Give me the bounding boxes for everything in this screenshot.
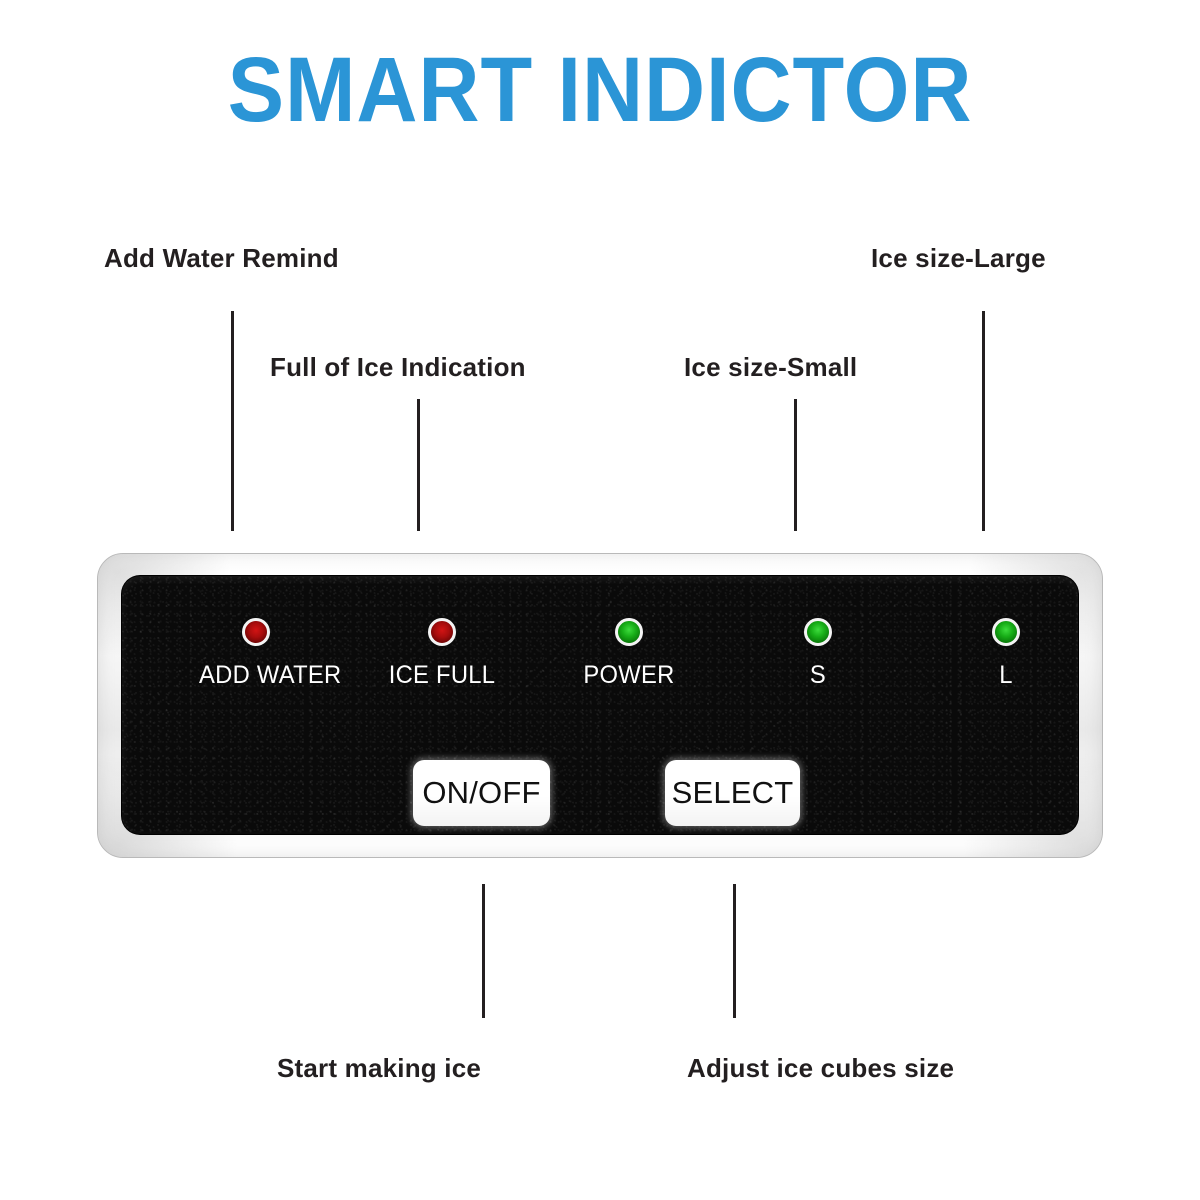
indicator-size-small: S [758,618,878,689]
leader-line-ice-size-small [794,399,797,531]
callout-ice-size-small: Ice size-Small [684,352,858,382]
leader-line-onoff [482,884,485,1018]
indicator-label-ice-full: ICE FULL [388,661,496,689]
select-button-label: SELECT [671,775,794,810]
callout-adjust-ice-cubes-size: Adjust ice cubes size [687,1053,955,1083]
callout-ice-size-large: Ice size-Large [871,243,1046,273]
onoff-button-label: ON/OFF [422,775,541,810]
leader-line-ice-full [417,399,420,531]
indicator-add-water: ADD WATER [196,618,342,689]
led-add-water-icon [242,618,270,646]
onoff-button[interactable]: ON/OFF [413,760,550,826]
callout-full-of-ice-indication: Full of Ice Indication [270,352,526,382]
leader-line-ice-size-large [982,311,985,531]
control-panel: ADD WATER ICE FULL POWER S L ON/OFF SELE… [97,553,1103,858]
leader-line-add-water [231,311,234,531]
led-power-icon [615,618,643,646]
indicator-ice-full: ICE FULL [382,618,502,689]
indicator-label-size-small: S [809,661,827,689]
callout-add-water-remind: Add Water Remind [104,243,339,273]
led-size-small-icon [804,618,832,646]
leader-line-select [733,884,736,1018]
led-ice-full-icon [428,618,456,646]
callout-start-making-ice: Start making ice [277,1053,482,1083]
panel-face: ADD WATER ICE FULL POWER S L ON/OFF SELE… [122,576,1078,834]
indicator-power: POWER [569,618,689,689]
indicator-label-size-large: L [999,661,1013,689]
select-button[interactable]: SELECT [665,760,800,826]
indicator-label-power: POWER [583,661,675,689]
led-size-large-icon [992,618,1020,646]
indicator-label-add-water: ADD WATER [199,661,342,689]
indicator-size-large: L [946,618,1066,689]
page-title: SMART INDICTOR [227,39,973,141]
